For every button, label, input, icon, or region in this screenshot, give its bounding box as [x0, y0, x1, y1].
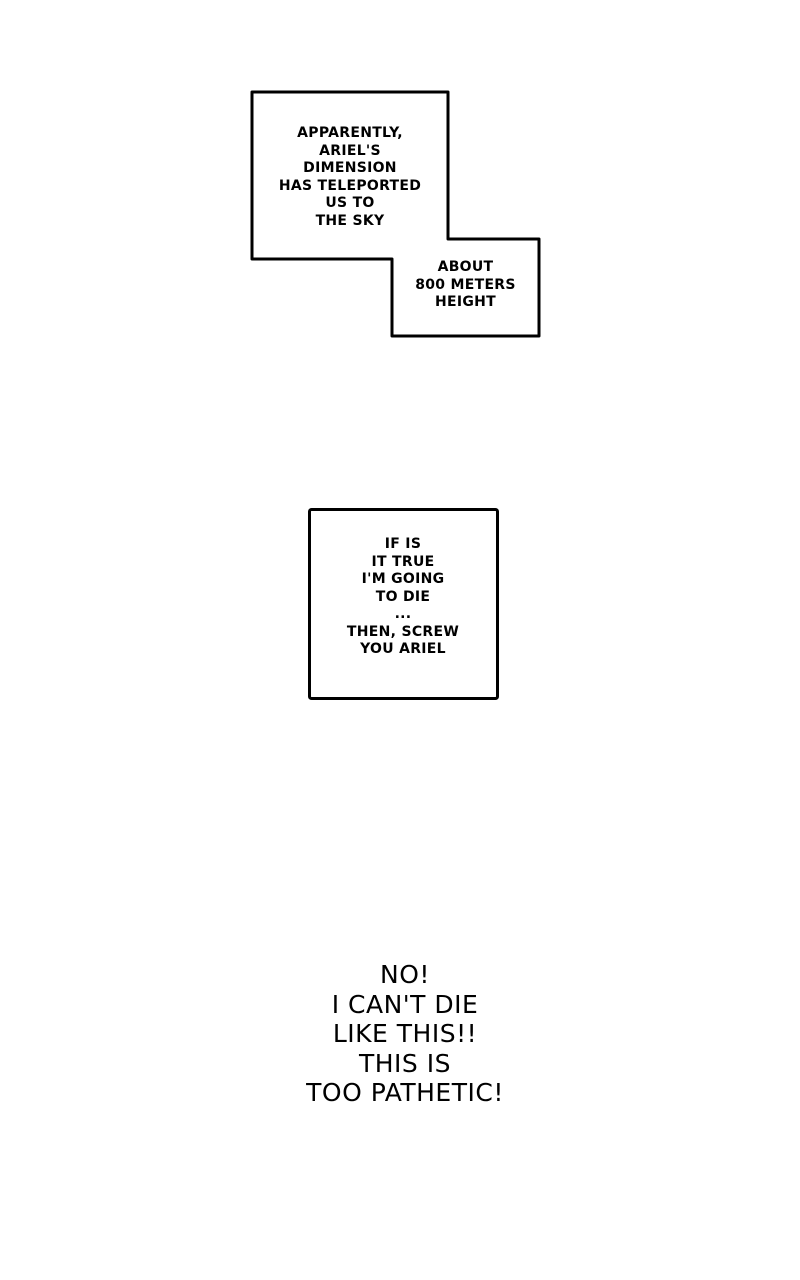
caption-height: ABOUT 800 METERS HEIGHT: [392, 259, 539, 312]
dialogue-line: I CAN'T DIE: [331, 989, 479, 1019]
caption-line: APPARENTLY,: [297, 125, 403, 141]
caption-line: ARIEL'S: [319, 142, 381, 159]
caption-line: ...: [394, 606, 412, 622]
shout-dialogue: NO! I CAN'T DIE LIKE THIS!! THIS IS TOO …: [250, 960, 560, 1108]
caption-line: I'M GOING: [361, 571, 445, 587]
caption-line: THE SKY: [315, 212, 385, 229]
caption-line: IF IS: [384, 536, 422, 552]
dialogue-line: TOO PATHETIC!: [306, 1078, 504, 1107]
caption-line: 800 METERS: [415, 276, 516, 293]
caption-line: ABOUT: [437, 259, 494, 275]
dialogue-line: THIS IS: [358, 1048, 451, 1078]
caption-line: IT TRUE: [371, 553, 435, 570]
caption-line: DIMENSION: [303, 160, 397, 176]
caption-line: US TO: [325, 195, 375, 211]
dialogue-line: NO!: [380, 960, 430, 989]
caption-line: HAS TELEPORTED: [278, 177, 422, 194]
dialogue-line: LIKE THIS!!: [332, 1019, 478, 1048]
caption-line: YOU ARIEL: [360, 641, 446, 657]
caption-line: THEN, SCREW: [346, 623, 460, 640]
caption-box-outline: [308, 508, 499, 700]
caption-screw-you: IF IS IT TRUE I'M GOING TO DIE ... THEN,…: [309, 536, 497, 659]
caption-line: HEIGHT: [434, 294, 497, 310]
caption-box-joined-outline: [250, 90, 541, 338]
caption-apparently: APPARENTLY, ARIEL'S DIMENSION HAS TELEPO…: [252, 125, 448, 230]
caption-line: TO DIE: [375, 588, 431, 605]
